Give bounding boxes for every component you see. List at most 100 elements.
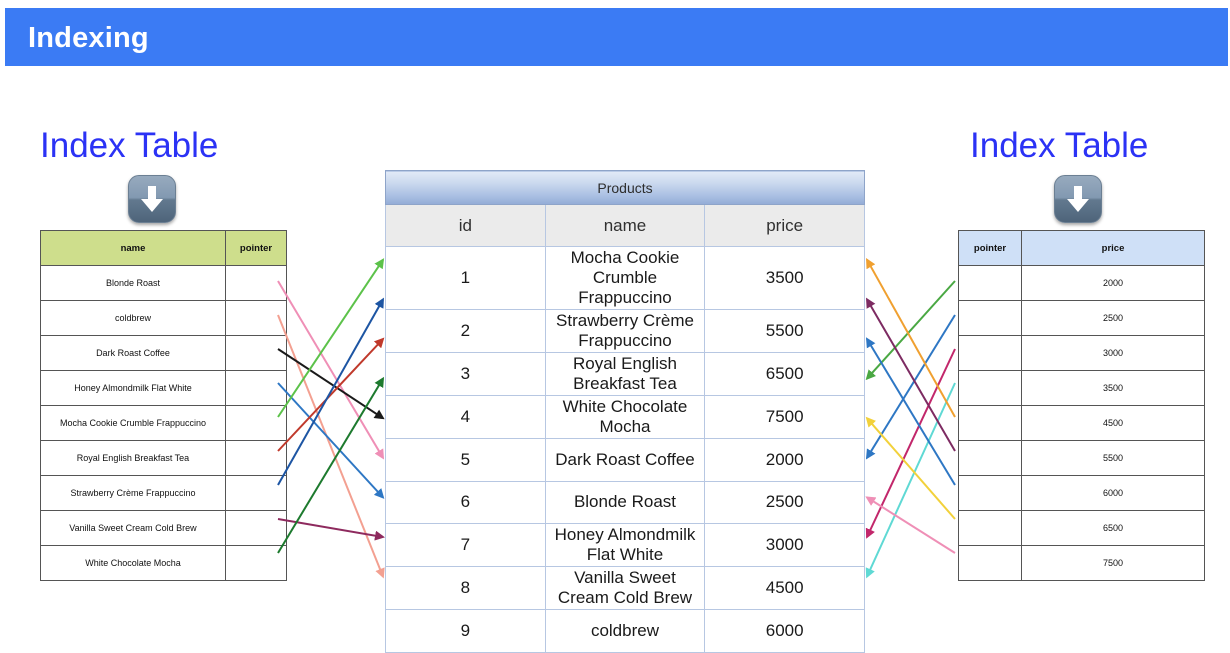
table-row: Dark Roast Coffee xyxy=(40,335,287,371)
left-index-cell-pointer xyxy=(225,370,287,406)
left-index-link-arrow xyxy=(277,348,385,420)
left-index-cell-name: Mocha Cookie Crumble Frappuccino xyxy=(40,405,226,441)
column-header-name: name xyxy=(40,230,226,266)
table-title-row: Products xyxy=(385,170,865,205)
table-row: 4500 xyxy=(958,405,1205,441)
product-cell-price: 6000 xyxy=(704,609,865,653)
product-cell-id: 4 xyxy=(385,395,546,439)
left-index-cell-pointer xyxy=(225,300,287,336)
table-row: Mocha Cookie Crumble Frappuccino xyxy=(40,405,287,441)
product-cell-name: Honey Almondmilk Flat White xyxy=(544,523,706,567)
column-header-name: name xyxy=(544,204,706,247)
down-arrow-glyph xyxy=(1067,186,1089,212)
page-title: Indexing xyxy=(28,22,149,54)
table-row: Blonde Roast xyxy=(40,265,287,301)
column-header-price: price xyxy=(704,204,865,247)
right-index-link-arrow xyxy=(865,382,956,579)
left-index-cell-pointer xyxy=(225,475,287,511)
right-index-cell-price: 3500 xyxy=(1021,370,1205,406)
product-cell-name: Mocha Cookie Crumble Frappuccino xyxy=(544,246,706,310)
left-index-link-arrow xyxy=(277,297,384,486)
column-header-id: id xyxy=(385,204,546,247)
right-index-cell-pointer xyxy=(958,335,1022,371)
table-row: Royal English Breakfast Tea xyxy=(40,440,287,476)
column-header-pointer: pointer xyxy=(225,230,287,266)
product-cell-price: 3500 xyxy=(704,246,865,310)
product-cell-name: Vanilla Sweet Cream Cold Brew xyxy=(544,566,706,610)
left-index-link-arrow xyxy=(277,518,385,541)
left-index-link-arrow xyxy=(277,337,385,452)
left-index-cell-name: Dark Roast Coffee xyxy=(40,335,226,371)
left-index-link-arrow xyxy=(277,314,385,579)
left-index-cell-name: Vanilla Sweet Cream Cold Brew xyxy=(40,510,226,546)
right-index-cell-pointer xyxy=(958,405,1022,441)
left-index-cell-pointer xyxy=(225,510,287,546)
left-index-link-arrow xyxy=(277,258,385,418)
right-index-link-arrow xyxy=(865,314,956,460)
left-index-cell-pointer xyxy=(225,405,287,441)
right-index-cell-price: 6000 xyxy=(1021,475,1205,511)
left-index-cell-pointer xyxy=(225,545,287,581)
product-cell-price: 2000 xyxy=(704,438,865,482)
right-index-cell-price: 2500 xyxy=(1021,300,1205,336)
right-index-cell-pointer xyxy=(958,440,1022,476)
product-cell-name: Blonde Roast xyxy=(544,480,706,524)
product-cell-price: 4500 xyxy=(704,566,865,610)
product-cell-name: Royal English Breakfast Tea xyxy=(544,352,706,396)
table-row: Vanilla Sweet Cream Cold Brew xyxy=(40,510,287,546)
table-row: 6000 xyxy=(958,475,1205,511)
right-index-cell-price: 7500 xyxy=(1021,545,1205,581)
column-header-pointer: pointer xyxy=(958,230,1022,266)
left-index-cell-name: coldbrew xyxy=(40,300,226,336)
left-index-link-arrow xyxy=(277,376,385,554)
table-row: 2500 xyxy=(958,300,1205,336)
left-index-cell-pointer xyxy=(225,335,287,371)
product-cell-price: 2500 xyxy=(704,480,865,524)
product-cell-id: 3 xyxy=(385,352,546,396)
right-index-table-caption: Index Table xyxy=(970,126,1149,165)
product-cell-name: Dark Roast Coffee xyxy=(544,438,706,482)
right-index-link-arrow xyxy=(865,348,956,539)
table-row: White Chocolate Mocha xyxy=(40,545,287,581)
table-header-row: name pointer xyxy=(40,230,287,266)
right-index-link-arrow xyxy=(865,297,956,452)
down-arrow-button-icon[interactable] xyxy=(1054,175,1102,223)
product-cell-id: 5 xyxy=(385,438,546,482)
left-index-cell-name: Blonde Roast xyxy=(40,265,226,301)
right-index-cell-pointer xyxy=(958,510,1022,546)
product-cell-name: coldbrew xyxy=(544,609,706,653)
right-index-link-arrow xyxy=(866,258,956,418)
right-index-link-arrow xyxy=(865,337,956,486)
table-row: 3500 xyxy=(958,370,1205,406)
left-index-table-caption: Index Table xyxy=(40,126,219,165)
product-cell-price: 6500 xyxy=(704,352,865,396)
product-cell-price: 5500 xyxy=(704,309,865,353)
right-index-cell-pointer xyxy=(958,370,1022,406)
left-index-cell-name: Strawberry Crème Frappuccino xyxy=(40,475,226,511)
right-index-cell-price: 3000 xyxy=(1021,335,1205,371)
right-index-cell-price: 6500 xyxy=(1021,510,1205,546)
left-index-link-arrow xyxy=(277,280,385,460)
right-index-link-arrow xyxy=(865,416,956,520)
product-cell-id: 7 xyxy=(385,523,546,567)
right-index-cell-price: 2000 xyxy=(1021,265,1205,301)
product-cell-id: 1 xyxy=(385,246,546,310)
right-index-cell-pointer xyxy=(958,265,1022,301)
product-cell-id: 8 xyxy=(385,566,546,610)
table-row: 6500 xyxy=(958,510,1205,546)
left-index-cell-name: Royal English Breakfast Tea xyxy=(40,440,226,476)
right-index-link-arrow xyxy=(865,280,956,381)
products-table-title: Products xyxy=(385,170,865,205)
table-row: coldbrew xyxy=(40,300,287,336)
table-header-row: pointer price xyxy=(958,230,1205,266)
down-arrow-button-icon[interactable] xyxy=(128,175,176,223)
